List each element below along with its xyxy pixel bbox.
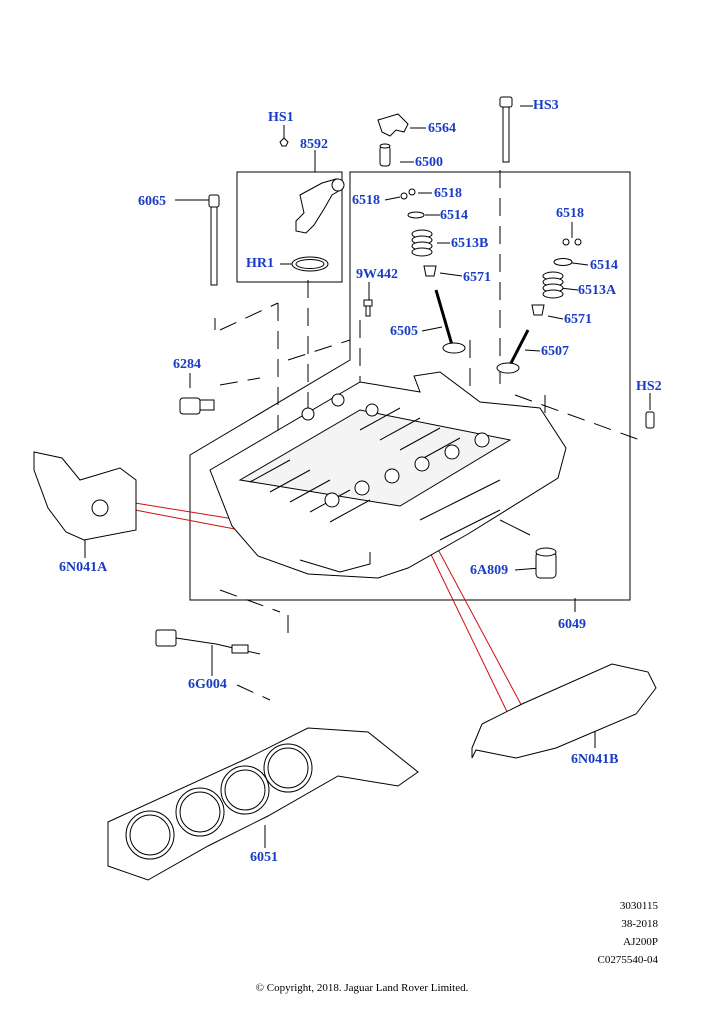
label-6049[interactable]: 6049 (558, 617, 586, 632)
label-6a809[interactable]: 6A809 (470, 563, 509, 578)
part-9w442 (363, 299, 373, 317)
label-6284[interactable]: 6284 (173, 357, 201, 372)
part-6500-lifter (379, 143, 391, 167)
part-6g004-sensor (155, 629, 261, 655)
part-6a809-bush (535, 547, 557, 579)
part-6051-gasket (107, 727, 419, 881)
label-9w442[interactable]: 9W442 (356, 267, 398, 282)
label-8592[interactable]: 8592 (300, 137, 328, 152)
part-6564-rocker (377, 113, 409, 137)
part-6284-sensor (179, 397, 215, 415)
label-6513b[interactable]: 6513B (451, 236, 489, 251)
label-6571-left[interactable]: 6571 (463, 270, 491, 285)
part-6065-bolt (208, 194, 220, 286)
part-hs3-bolt (499, 96, 513, 163)
label-6505[interactable]: 6505 (390, 324, 418, 339)
label-hs2[interactable]: HS2 (636, 379, 662, 394)
part-6507-valve (496, 329, 530, 374)
label-6518-left[interactable]: 6518 (352, 193, 380, 208)
label-6571-right[interactable]: 6571 (564, 312, 592, 327)
label-6065[interactable]: 6065 (138, 194, 166, 209)
part-6513a-spring (542, 271, 564, 299)
label-6514-right[interactable]: 6514 (590, 258, 618, 273)
part-8592-pipe (295, 178, 343, 234)
label-6507[interactable]: 6507 (541, 344, 569, 359)
label-6500[interactable]: 6500 (415, 155, 443, 170)
label-6518-mid[interactable]: 6518 (434, 186, 462, 201)
part-hs2-dowel (645, 411, 655, 429)
label-6g004[interactable]: 6G004 (188, 677, 227, 692)
label-hs1[interactable]: HS1 (268, 110, 294, 125)
label-6564[interactable]: 6564 (428, 121, 456, 136)
assembly-frame (189, 171, 631, 601)
label-6n041b[interactable]: 6N041B (571, 752, 619, 767)
part-6n041a-heatshield (33, 451, 137, 541)
part-hs1 (279, 137, 289, 147)
ref-line-1: 3030115 (619, 900, 658, 912)
label-6513a[interactable]: 6513A (578, 283, 617, 298)
ref-line-3: AJ200P (623, 936, 658, 948)
label-hs3[interactable]: HS3 (533, 98, 559, 113)
part-6505-valve (434, 289, 466, 354)
label-hr1[interactable]: HR1 (246, 256, 274, 271)
part-6049-cylinder-head (209, 371, 567, 579)
label-6051[interactable]: 6051 (250, 850, 278, 865)
ref-line-2: 38-2018 (621, 918, 658, 930)
copyright-text: © Copyright, 2018. Jaguar Land Rover Lim… (255, 982, 469, 994)
label-6n041a[interactable]: 6N041A (59, 560, 108, 575)
part-6n041b-heatshield (471, 663, 657, 759)
subassembly-box-8592 (236, 171, 343, 283)
ref-line-4: C0275540-04 (597, 954, 659, 966)
label-6514-left[interactable]: 6514 (440, 208, 468, 223)
label-6518-right[interactable]: 6518 (556, 206, 584, 221)
part-6513b-spring (411, 229, 433, 257)
